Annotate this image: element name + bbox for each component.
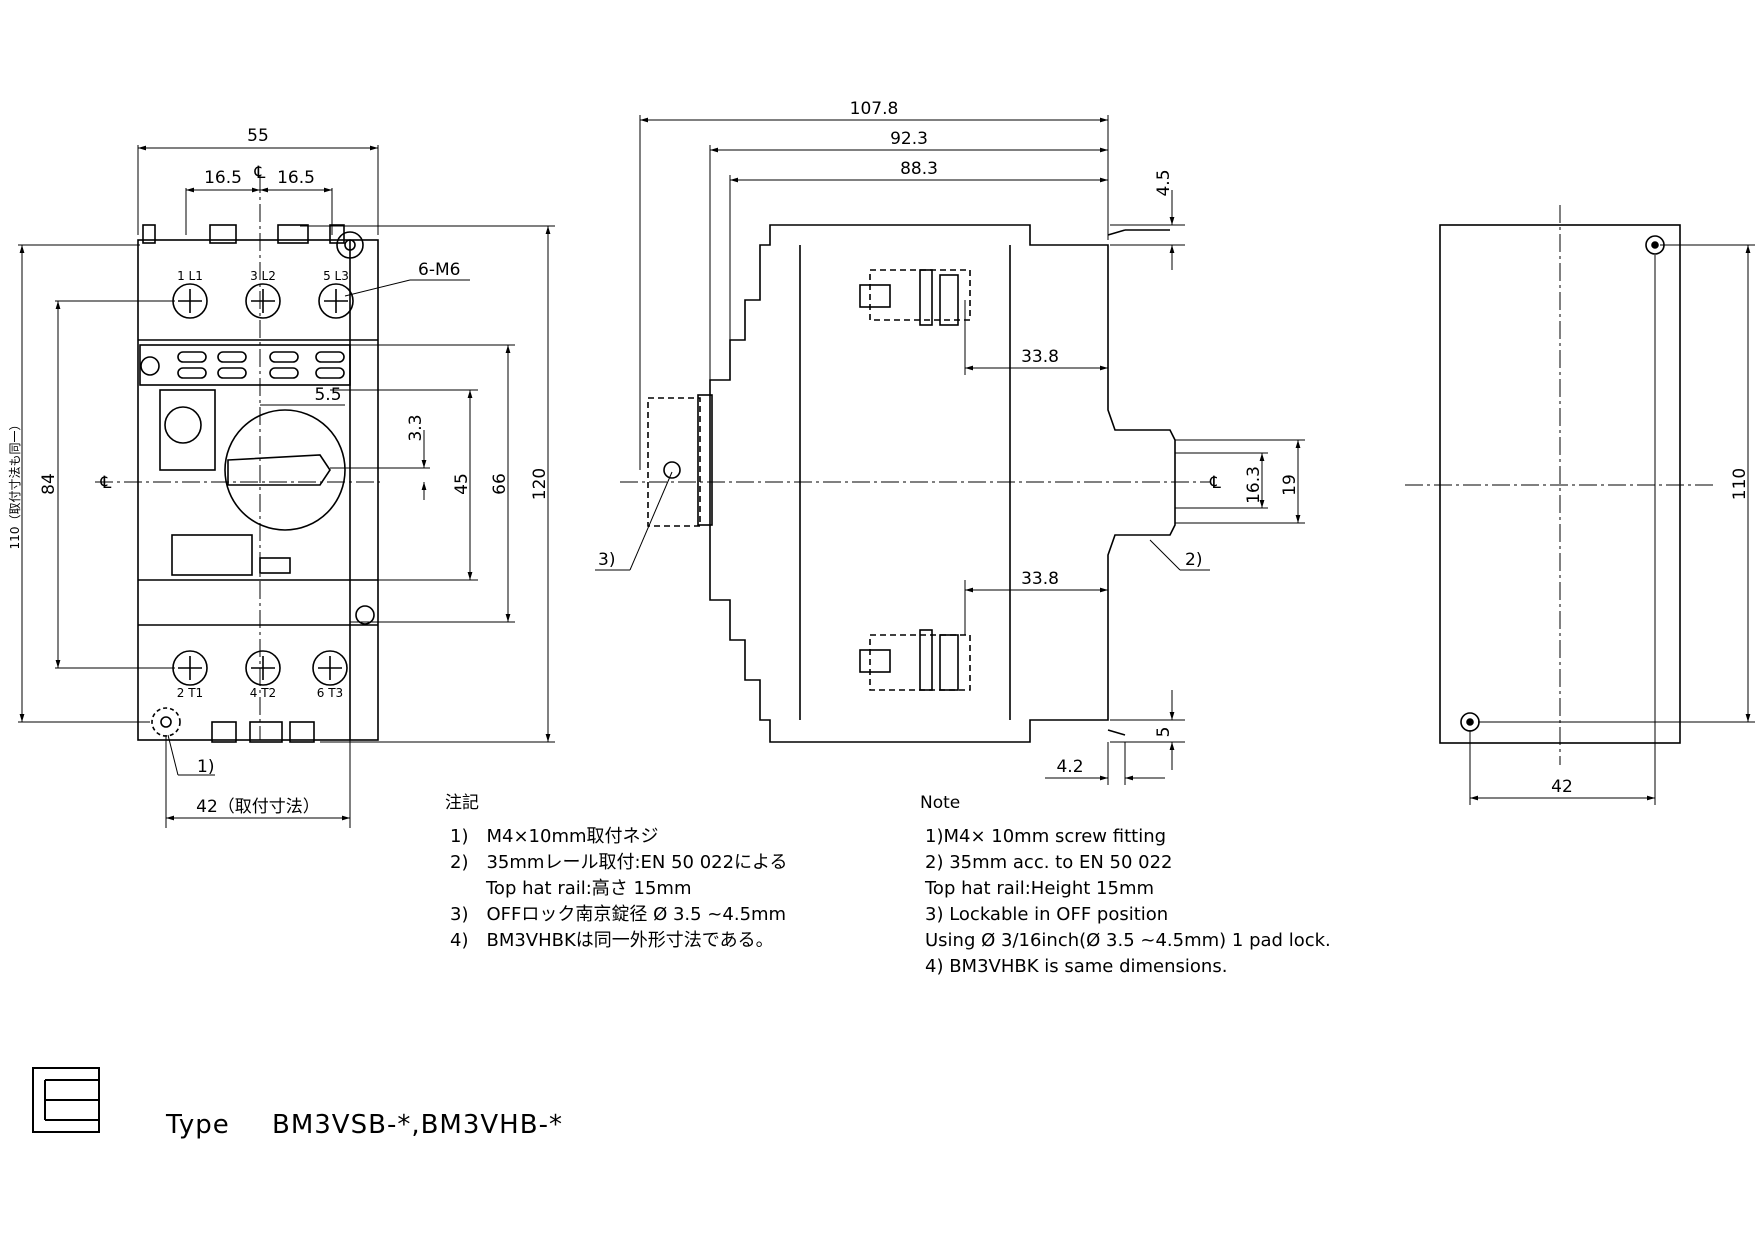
dim-88-3: 88.3 [900, 159, 938, 179]
notes-ja-line: Top hat rail:高さ 15mm [450, 878, 692, 899]
dim-mount-110: 110 [1730, 468, 1750, 500]
front-labels: 55 16.5 16.5 ℄ 6-M6 1 L1 3 L2 5 L3 2 T1 … [8, 126, 550, 817]
side-labels: 107.8 92.3 88.3 4.5 33.8 33.8 16.3 19 5 … [598, 99, 1300, 777]
company-logo [32, 1067, 100, 1133]
dim-mount-42: 42 [1551, 777, 1573, 797]
mounting-view [1405, 205, 1715, 765]
notes-english: Note 1)M4× 10mm screw fitting 2) 35mm ac… [920, 793, 1331, 977]
notes-en-line: 2) 35mm acc. to EN 50 022 [925, 852, 1173, 873]
ref-note-3: 3) [598, 550, 615, 570]
dim-16-3: 16.3 [1244, 466, 1264, 504]
terminal-label: 4 T2 [250, 686, 276, 700]
terminal-label: 6 T3 [317, 686, 343, 700]
dim-pitch-left: 16.5 [204, 168, 242, 188]
dim-mount-height: 110（取付寸法も同一） [8, 419, 22, 550]
dim-3-3: 3.3 [406, 414, 426, 441]
terminal-label: 1 L1 [177, 269, 203, 283]
notes-ja-line: 1) M4×10mm取付ネジ [450, 826, 659, 847]
terminal-label: 2 T1 [177, 686, 203, 700]
dim-4-2: 4.2 [1056, 757, 1083, 777]
notes-ja-line: 2) 35mmレール取付:EN 50 022による [450, 852, 788, 873]
dim-4-5: 4.5 [1154, 169, 1174, 196]
notes-japanese: 注記 1) M4×10mm取付ネジ 2) 35mmレール取付:EN 50 022… [445, 793, 788, 951]
dim-screws: 6-M6 [418, 260, 460, 280]
mounting-dimensions [1469, 244, 1755, 805]
ref-note-1: 1) [197, 757, 214, 777]
notes-en-line: 3) Lockable in OFF position [925, 904, 1168, 925]
centerline-mark: ℄ [1209, 473, 1221, 493]
dim-total-height: 120 [530, 468, 550, 500]
notes-en-line: 1)M4× 10mm screw fitting [925, 826, 1166, 847]
dim-pitch-right: 16.5 [277, 168, 315, 188]
notes-en-line: 4) BM3VHBK is same dimensions. [925, 956, 1227, 977]
dim-width: 55 [247, 126, 269, 146]
notes-en-heading: Note [920, 793, 960, 813]
notes-ja-line: 4) BM3VHBKは同一外形寸法である。 [450, 930, 774, 951]
front-view [95, 175, 380, 743]
terminal-label: 3 L2 [250, 269, 276, 283]
dim-107-8: 107.8 [850, 99, 899, 119]
dim-33-8-upper: 33.8 [1021, 347, 1059, 367]
notes-ja-heading: 注記 [445, 793, 479, 813]
centerline-mark: ℄ [100, 473, 112, 493]
notes-en-line: Top hat rail:Height 15mm [924, 878, 1154, 899]
front-dimensions [18, 145, 555, 828]
dim-5: 5 [1154, 727, 1174, 738]
side-dimensions [595, 115, 1305, 785]
dim-33-8-lower: 33.8 [1021, 569, 1059, 589]
dim-45: 45 [452, 473, 472, 495]
dim-84: 84 [39, 473, 59, 495]
terminal-label: 5 L3 [323, 269, 349, 283]
notes-ja-line: 3) OFFロック南京錠径 Ø 3.5 ~4.5mm [450, 904, 786, 925]
dim-92-3: 92.3 [890, 129, 928, 149]
dim-19: 19 [1280, 474, 1300, 496]
ref-note-2: 2) [1185, 550, 1202, 570]
type-label: Type [165, 1110, 230, 1140]
mount-labels: 110 42 [1551, 468, 1750, 797]
dim-mount-width: 42（取付寸法） [196, 797, 320, 817]
notes-en-line: Using Ø 3/16inch(Ø 3.5 ~4.5mm) 1 pad loc… [925, 930, 1331, 951]
centerline-mark: ℄ [254, 163, 266, 183]
model-number: BM3VSB-*,BM3VHB-* [272, 1110, 563, 1140]
dim-66: 66 [490, 473, 510, 495]
dim-5-5: 5.5 [314, 385, 341, 405]
side-view [620, 224, 1210, 743]
